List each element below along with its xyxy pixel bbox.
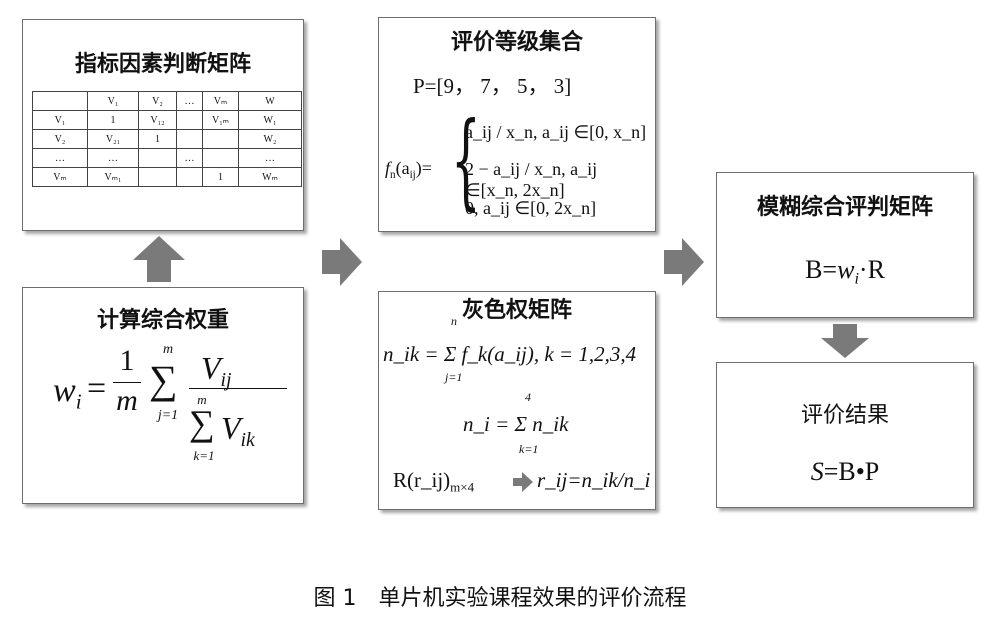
result-formula: S=B•P: [717, 457, 973, 487]
table-cell: [176, 129, 203, 149]
table-cell: V₁₂: [138, 110, 177, 130]
formula-symbol: m×4: [450, 479, 475, 495]
formula-symbol: ·R: [858, 255, 885, 284]
formula-symbol: 4: [525, 390, 531, 404]
fuzzy-evaluation-matrix-title: 模糊综合评判矩阵: [756, 195, 933, 220]
table-row: … … … …: [32, 148, 302, 168]
table-cell: 1: [202, 167, 239, 187]
table-cell: [32, 91, 88, 111]
formula-symbol: ij: [220, 368, 232, 391]
formula-line: n_ik = Σ f_k(a_ij), k = 1,2,3,4: [383, 342, 637, 366]
formula-symbol: V: [221, 410, 241, 446]
table-cell: W₁: [238, 110, 302, 130]
judgment-matrix-box: 指标因素判断矩阵 V₁ V₂ … Vₘ W V₁ 1 V₁₂ V₁ₘ W₁ V₂…: [22, 19, 304, 231]
formula-symbol: j=1: [445, 370, 463, 384]
table-cell: Vₘ₁: [87, 167, 139, 187]
evaluation-result-box: 评价结果 S=B•P: [716, 362, 974, 508]
fuzzy-evaluation-matrix-box: 模糊综合评判矩阵 B=wi·R: [716, 172, 974, 318]
table-cell: 1: [138, 129, 177, 149]
grade-set-p: P=[9， 7， 5， 3]: [413, 74, 572, 98]
table-cell: [176, 110, 203, 130]
formula-symbol: w: [837, 255, 855, 284]
table-cell: [138, 148, 177, 168]
table-cell: V₂: [32, 129, 88, 149]
formula-symbol: S: [810, 457, 824, 486]
formula-symbol: j=1: [157, 408, 179, 423]
comprehensive-weight-title: 计算综合权重: [96, 308, 229, 333]
formula-symbol: f: [385, 158, 391, 178]
formula-symbol: k=1: [193, 448, 215, 463]
formula-line: r_ij=n_ik/n_i: [537, 468, 651, 492]
formula-symbol: (a: [395, 158, 410, 178]
table-cell: V₂₁: [87, 129, 139, 149]
formula-symbol: k=1: [519, 442, 539, 456]
membership-function: fn(aij)= { a_ij / x_n, a_ij ∈[0, x_n] 2 …: [385, 108, 653, 230]
formula-symbol: m: [116, 384, 138, 417]
table-cell: [176, 167, 203, 187]
table-cell: V₂: [138, 91, 177, 111]
formula-symbol: =: [87, 370, 107, 407]
right-arrow-icon: [322, 238, 362, 286]
formula-case: 2 − a_ij / x_n, a_ij ∈[x_n, 2x_n]: [465, 159, 598, 200]
comprehensive-weight-box: 计算综合权重 wi = 1 m m ∑ j=1 Vij m ∑ k=1 Vik: [22, 287, 304, 504]
judgment-matrix-table: V₁ V₂ … Vₘ W V₁ 1 V₁₂ V₁ₘ W₁ V₂ V₂₁ 1 W₂…: [32, 91, 302, 187]
formula-symbol: w: [53, 372, 76, 409]
grade-set-title: 评价等级集合: [450, 30, 583, 55]
small-right-arrow-icon: [513, 472, 533, 492]
fuzzy-formula: B=wi·R: [717, 255, 973, 289]
formula-symbol: B=: [805, 255, 838, 284]
table-row: V₂ V₂₁ 1 W₂: [32, 129, 302, 149]
right-arrow-icon: [664, 238, 704, 286]
table-cell: …: [176, 148, 203, 168]
formula-symbol: =B•P: [823, 457, 880, 486]
formula-symbol: ik: [240, 428, 255, 451]
formula-symbol: 1: [119, 344, 135, 377]
table-cell: 1: [87, 110, 139, 130]
table-cell: Vₘ: [202, 91, 239, 111]
formula-line: n_i = Σ n_ik: [463, 412, 569, 436]
evaluation-result-title: 评价结果: [800, 403, 889, 428]
table-cell: …: [32, 148, 88, 168]
table-cell: …: [176, 91, 203, 111]
table-cell: [202, 129, 239, 149]
gray-formula: n n_ik = Σ f_k(a_ij), k = 1,2,3,4 j=1 4 …: [379, 314, 657, 510]
table-cell: V₁ₘ: [202, 110, 239, 130]
formula-symbol: m: [162, 342, 174, 357]
formula-symbol: n: [390, 168, 396, 181]
table-row: V₁ 1 V₁₂ V₁ₘ W₁: [32, 110, 302, 130]
formula-symbol: )=: [415, 158, 432, 178]
formula-symbol: V: [201, 350, 221, 386]
sum-symbol: ∑: [189, 403, 215, 443]
formula-case: a_ij / x_n, a_ij ∈[0, x_n]: [465, 122, 647, 142]
formula-symbol: i: [75, 389, 82, 414]
table-cell: …: [87, 148, 139, 168]
grade-set-box: 评价等级集合 P=[9， 7， 5， 3] fn(aij)= { a_ij / …: [378, 17, 656, 232]
formula-symbol: i: [854, 270, 859, 288]
down-arrow-icon: [821, 324, 869, 358]
table-cell: [138, 167, 177, 187]
table-cell: [202, 148, 239, 168]
gray-weight-matrix-box: 灰色权矩阵 n n_ik = Σ f_k(a_ij), k = 1,2,3,4 …: [378, 291, 656, 510]
sum-symbol: ∑: [149, 357, 178, 402]
table-cell: V₁: [87, 91, 139, 111]
brace-symbol: {: [451, 99, 481, 221]
weight-formula: wi = 1 m m ∑ j=1 Vij m ∑ k=1 Vik: [53, 342, 293, 494]
table-cell: Wₘ: [238, 167, 302, 187]
figure-caption: 图 1 单片机实验课程效果的评价流程: [313, 586, 687, 611]
up-arrow-icon: [133, 236, 185, 282]
judgment-matrix-title: 指标因素判断矩阵: [74, 52, 251, 77]
table-cell: W₂: [238, 129, 302, 149]
table-cell: Vₘ: [32, 167, 88, 187]
table-cell: …: [238, 148, 302, 168]
table-cell: V₁: [32, 110, 88, 130]
formula-symbol: R(r_ij): [393, 468, 451, 492]
table-row: V₁ V₂ … Vₘ W: [32, 91, 302, 111]
gray-weight-matrix-title: 灰色权矩阵: [461, 298, 572, 323]
formula-case: 0, a_ij ∈[0, 2x_n]: [465, 198, 597, 218]
formula-symbol: ij: [409, 168, 416, 181]
formula-symbol: m: [197, 392, 207, 407]
formula-symbol: n: [451, 314, 457, 328]
table-row: Vₘ Vₘ₁ 1 Wₘ: [32, 167, 302, 187]
table-cell: W: [238, 91, 302, 111]
